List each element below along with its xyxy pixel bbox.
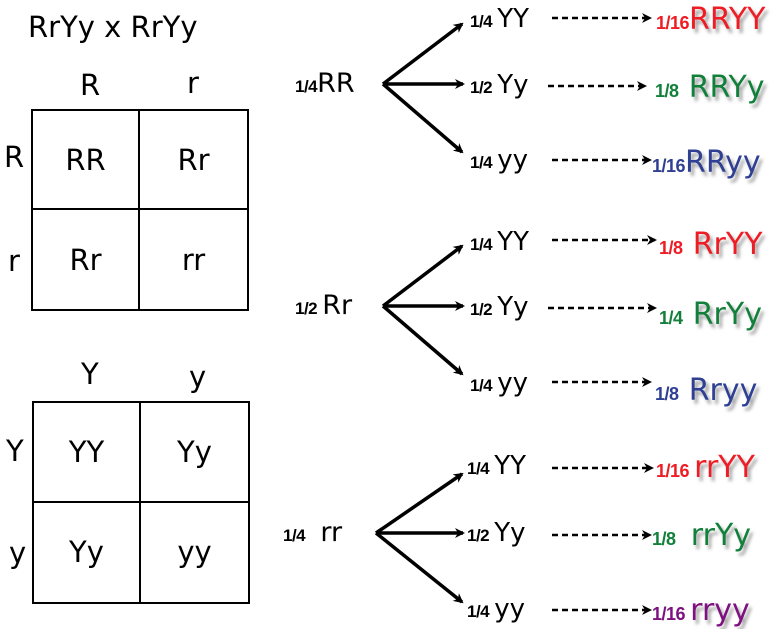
child-genotype: Yy: [494, 518, 526, 548]
parent-genotype: Rr: [322, 290, 353, 321]
child-genotype: Yy: [497, 292, 529, 322]
child-genotype: YY: [494, 451, 526, 481]
result-fraction: 1/8: [659, 238, 683, 258]
child-fraction: 1/4: [467, 459, 490, 478]
punnett-cell: YY: [34, 403, 141, 503]
punnett-cell: Yy: [34, 502, 141, 602]
punnett-cell: Rr: [140, 111, 247, 210]
child-label: 1/4 YY: [470, 227, 529, 257]
result-label: 1/16RRyy: [652, 145, 761, 180]
parent-genotype-rr-het: 1/2 Rr: [295, 290, 352, 321]
result-label: 1/8 RrYY: [659, 227, 763, 262]
result-fraction: 1/16: [652, 156, 686, 176]
parent-fraction: 1/4: [295, 77, 318, 96]
branch-arrow: [374, 531, 464, 604]
result-genotype: RRYY: [689, 2, 766, 37]
result-fraction: 1/8: [655, 81, 679, 101]
result-fraction: 1/16: [656, 461, 690, 481]
punnett-y-row-header: Y: [6, 434, 24, 468]
child-fraction: 1/4: [470, 235, 493, 254]
punnett-r-row-header: r: [8, 244, 20, 278]
child-label: 1/2 Yy: [470, 292, 529, 322]
parent-fraction: 1/4: [283, 526, 306, 545]
child-fraction: 1/4: [470, 12, 493, 31]
result-genotype: RRyy: [685, 145, 761, 180]
result-fraction: 1/8: [652, 529, 676, 549]
branch-arrow: [381, 304, 464, 376]
punnett-y-col-header: y: [189, 360, 207, 394]
result-genotype: RrYy: [692, 297, 762, 332]
child-fraction: 1/2: [470, 300, 493, 319]
punnett-y-col-header: Y: [81, 357, 99, 391]
result-fraction: 1/4: [659, 308, 683, 328]
punnett-square-y: YY Yy Yy yy: [32, 401, 250, 604]
child-label: 1/4 yy: [467, 594, 525, 624]
parent-genotype: RR: [317, 68, 355, 99]
result-fraction: 1/16: [652, 604, 686, 624]
child-label: 1/4 yy: [470, 368, 528, 398]
punnett-r-row-header: R: [4, 140, 25, 174]
result-label: 1/8 RRYy: [655, 70, 765, 105]
punnett-cell: Rr: [33, 210, 140, 309]
branch-arrow: [381, 244, 464, 308]
result-genotype: rrYy: [690, 518, 752, 553]
child-genotype: YY: [497, 227, 529, 257]
child-fraction: 1/2: [467, 526, 490, 545]
child-fraction: 1/4: [470, 153, 493, 172]
cross-title: RrYy x RrYy: [28, 10, 198, 44]
parent-genotype-rr-recessive: 1/4 rr: [283, 517, 342, 548]
result-fraction: 1/16: [656, 13, 690, 33]
child-label: 1/2 Yy: [470, 70, 529, 100]
result-label: 1/4 RrYy: [659, 297, 762, 332]
punnett-cell: rr: [181, 242, 206, 277]
result-genotype: rrYY: [694, 450, 755, 485]
result-genotype: Rryy: [688, 373, 758, 408]
result-genotype: rryy: [690, 593, 750, 628]
child-genotype: YY: [497, 4, 529, 34]
child-fraction: 1/4: [467, 602, 490, 621]
result-label: 1/16 rryy: [652, 593, 750, 628]
child-label: 1/4 YY: [470, 4, 529, 34]
punnett-y-row-header: y: [9, 536, 27, 570]
punnett-cell: Yy: [141, 403, 248, 503]
child-label: 1/4 YY: [467, 451, 526, 481]
child-genotype: Yy: [497, 70, 529, 100]
result-label: 1/16 rrYY: [656, 450, 755, 485]
branch-arrow: [375, 472, 464, 535]
result-label: 1/8 rrYy: [652, 518, 751, 553]
punnett-r-col-header: r: [187, 66, 199, 100]
punnett-cell: yy: [177, 535, 212, 570]
child-genotype: yy: [497, 368, 529, 398]
branch-arrow: [381, 82, 464, 154]
punnett-cell: RR: [33, 111, 140, 210]
parent-fraction: 1/2: [295, 299, 318, 318]
parent-genotype: rr: [320, 517, 343, 548]
result-genotype: RrYY: [692, 227, 763, 262]
result-label: 1/8 Rryy: [655, 373, 757, 408]
result-fraction: 1/8: [655, 384, 679, 404]
punnett-square-r: RR Rr Rr rr: [31, 109, 249, 311]
child-fraction: 1/2: [470, 78, 493, 97]
result-label: 1/16RRYY: [656, 2, 765, 37]
child-label: 1/2 Yy: [467, 518, 526, 548]
punnett-r-col-header: R: [80, 68, 101, 102]
child-label: 1/4 yy: [470, 145, 528, 175]
child-genotype: yy: [494, 594, 526, 624]
branch-arrow: [381, 22, 464, 86]
child-genotype: yy: [497, 145, 529, 175]
result-genotype: RRYy: [688, 70, 765, 105]
child-fraction: 1/4: [470, 376, 493, 395]
parent-genotype-rr-dominant: 1/4RR: [295, 68, 355, 99]
